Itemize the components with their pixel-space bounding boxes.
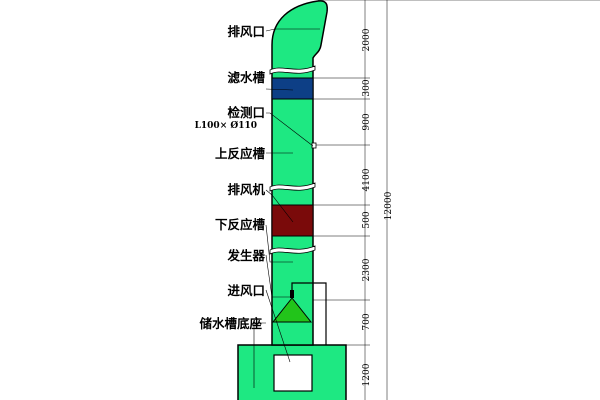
dim-300: 300 — [362, 79, 372, 96]
dim-1200: 1200 — [362, 363, 372, 386]
filter-tank — [271, 77, 314, 100]
nozzle — [290, 290, 294, 298]
spray-cone — [271, 297, 313, 323]
label-water-tank-base: 储水槽底座 — [198, 316, 262, 331]
dim-900: 900 — [362, 113, 372, 130]
break-marks — [269, 65, 316, 255]
exhaust-fan — [271, 204, 314, 237]
label-exhaust-outlet: 排风口 — [227, 24, 265, 39]
label-exhaust-fan: 排风机 — [227, 182, 265, 197]
generator-pipe — [291, 282, 327, 345]
dim-total-12000: 12000 — [384, 191, 394, 220]
label-lower-reaction-tank: 下反应槽 — [215, 217, 266, 232]
air-inlet-opening — [273, 354, 313, 392]
label-upper-reaction-tank: 上反应槽 — [215, 146, 266, 161]
dim-500: 500 — [362, 211, 372, 228]
label-air-inlet: 进风口 — [227, 283, 265, 298]
dimension-lines — [313, 0, 600, 400]
dim-700: 700 — [362, 313, 372, 330]
dim-4100: 4100 — [362, 168, 372, 191]
dim-2000: 2000 — [362, 28, 372, 51]
label-inspection-port: 检测口 — [227, 105, 265, 120]
dim-2300: 2300 — [362, 258, 372, 281]
label-generator: 发生器 — [226, 248, 265, 263]
tower-column — [271, 0, 328, 346]
label-inspection-port-spec: L100× Ø110 — [195, 120, 257, 131]
leader-lines — [253, 28, 320, 388]
label-filter-tank: 滤水槽 — [227, 70, 265, 85]
